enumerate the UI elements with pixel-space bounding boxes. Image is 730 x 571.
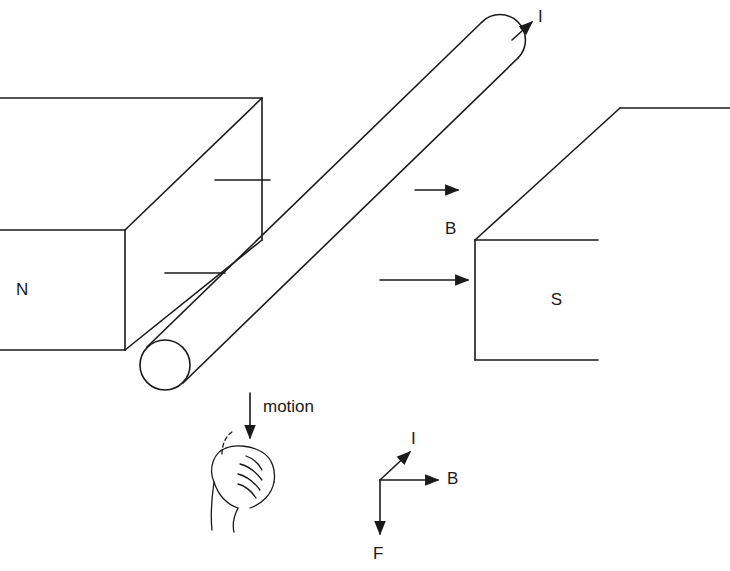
pole-face: N xyxy=(2,232,123,348)
field-line xyxy=(165,272,225,274)
axis-triad xyxy=(380,452,438,534)
south-pole-block xyxy=(475,108,730,360)
pole-face: S xyxy=(477,242,596,358)
conductor xyxy=(140,15,525,390)
current-axis-label: I xyxy=(410,430,417,449)
field-line xyxy=(215,179,270,181)
force-axis-label: F xyxy=(372,545,384,564)
current-arrow xyxy=(512,22,532,40)
pole-letter: N xyxy=(16,281,28,300)
pole-letter: S xyxy=(551,291,562,310)
field-arrow xyxy=(415,189,458,191)
north-pole-block xyxy=(0,98,262,350)
right-hand-sketch xyxy=(211,432,274,532)
current-label: I xyxy=(537,8,544,27)
motion-arrow xyxy=(249,393,251,438)
field-arrow xyxy=(380,279,468,281)
motion-label: motion xyxy=(262,398,315,417)
field-label: B xyxy=(444,220,457,239)
field-axis-label: B xyxy=(446,470,459,489)
